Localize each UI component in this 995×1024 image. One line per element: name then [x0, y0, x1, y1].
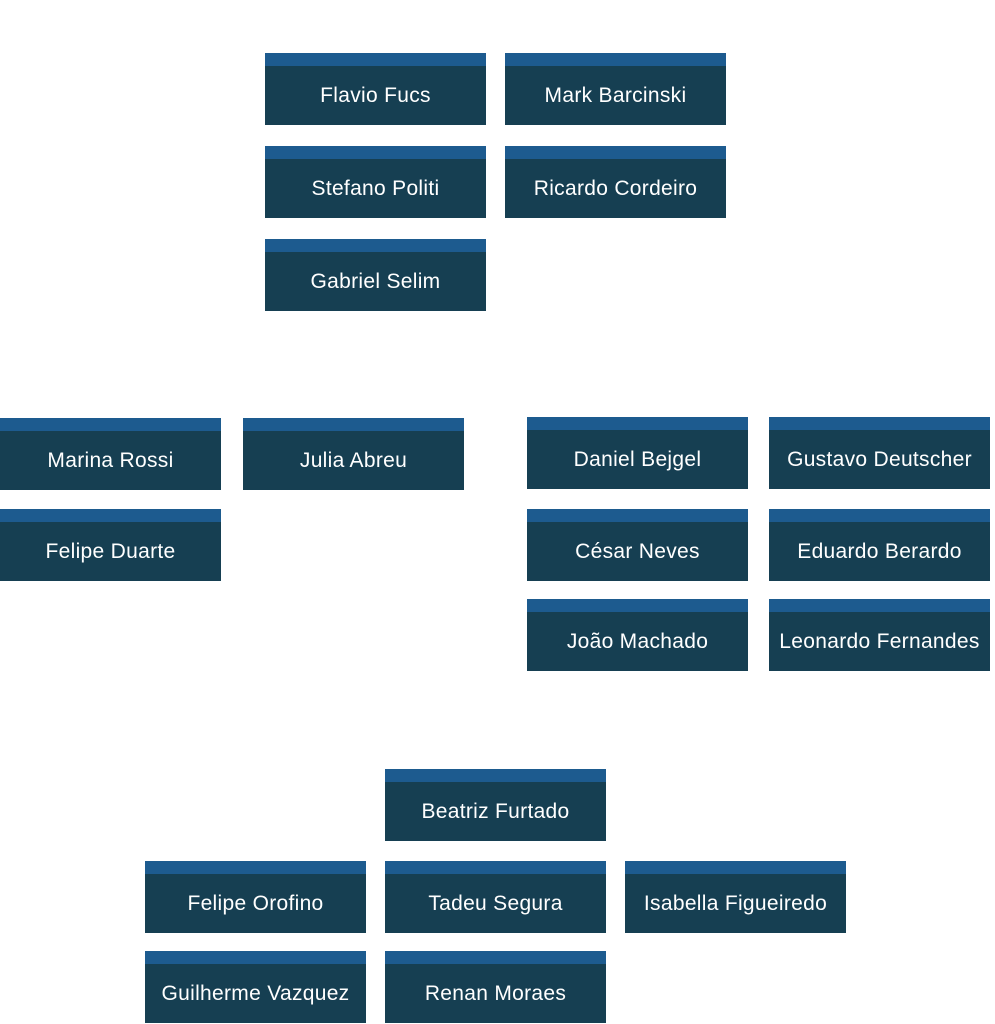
member-card: Renan Moraes	[385, 951, 606, 1023]
member-card: Felipe Orofino	[145, 861, 366, 933]
member-card: Gustavo Deutscher	[769, 417, 990, 489]
member-card: Leonardo Fernandes	[769, 599, 990, 671]
member-card: Daniel Bejgel	[527, 417, 748, 489]
member-card: Guilherme Vazquez	[145, 951, 366, 1023]
member-card: Marina Rossi	[0, 418, 221, 490]
member-card: Gabriel Selim	[265, 239, 486, 311]
member-card: César Neves	[527, 509, 748, 581]
member-card: Flavio Fucs	[265, 53, 486, 125]
member-card: Eduardo Berardo	[769, 509, 990, 581]
member-card: Julia Abreu	[243, 418, 464, 490]
member-card: Mark Barcinski	[505, 53, 726, 125]
member-card: João Machado	[527, 599, 748, 671]
member-card: Beatriz Furtado	[385, 769, 606, 841]
member-card: Isabella Figueiredo	[625, 861, 846, 933]
member-card: Felipe Duarte	[0, 509, 221, 581]
member-card: Stefano Politi	[265, 146, 486, 218]
member-card: Ricardo Cordeiro	[505, 146, 726, 218]
member-card: Tadeu Segura	[385, 861, 606, 933]
